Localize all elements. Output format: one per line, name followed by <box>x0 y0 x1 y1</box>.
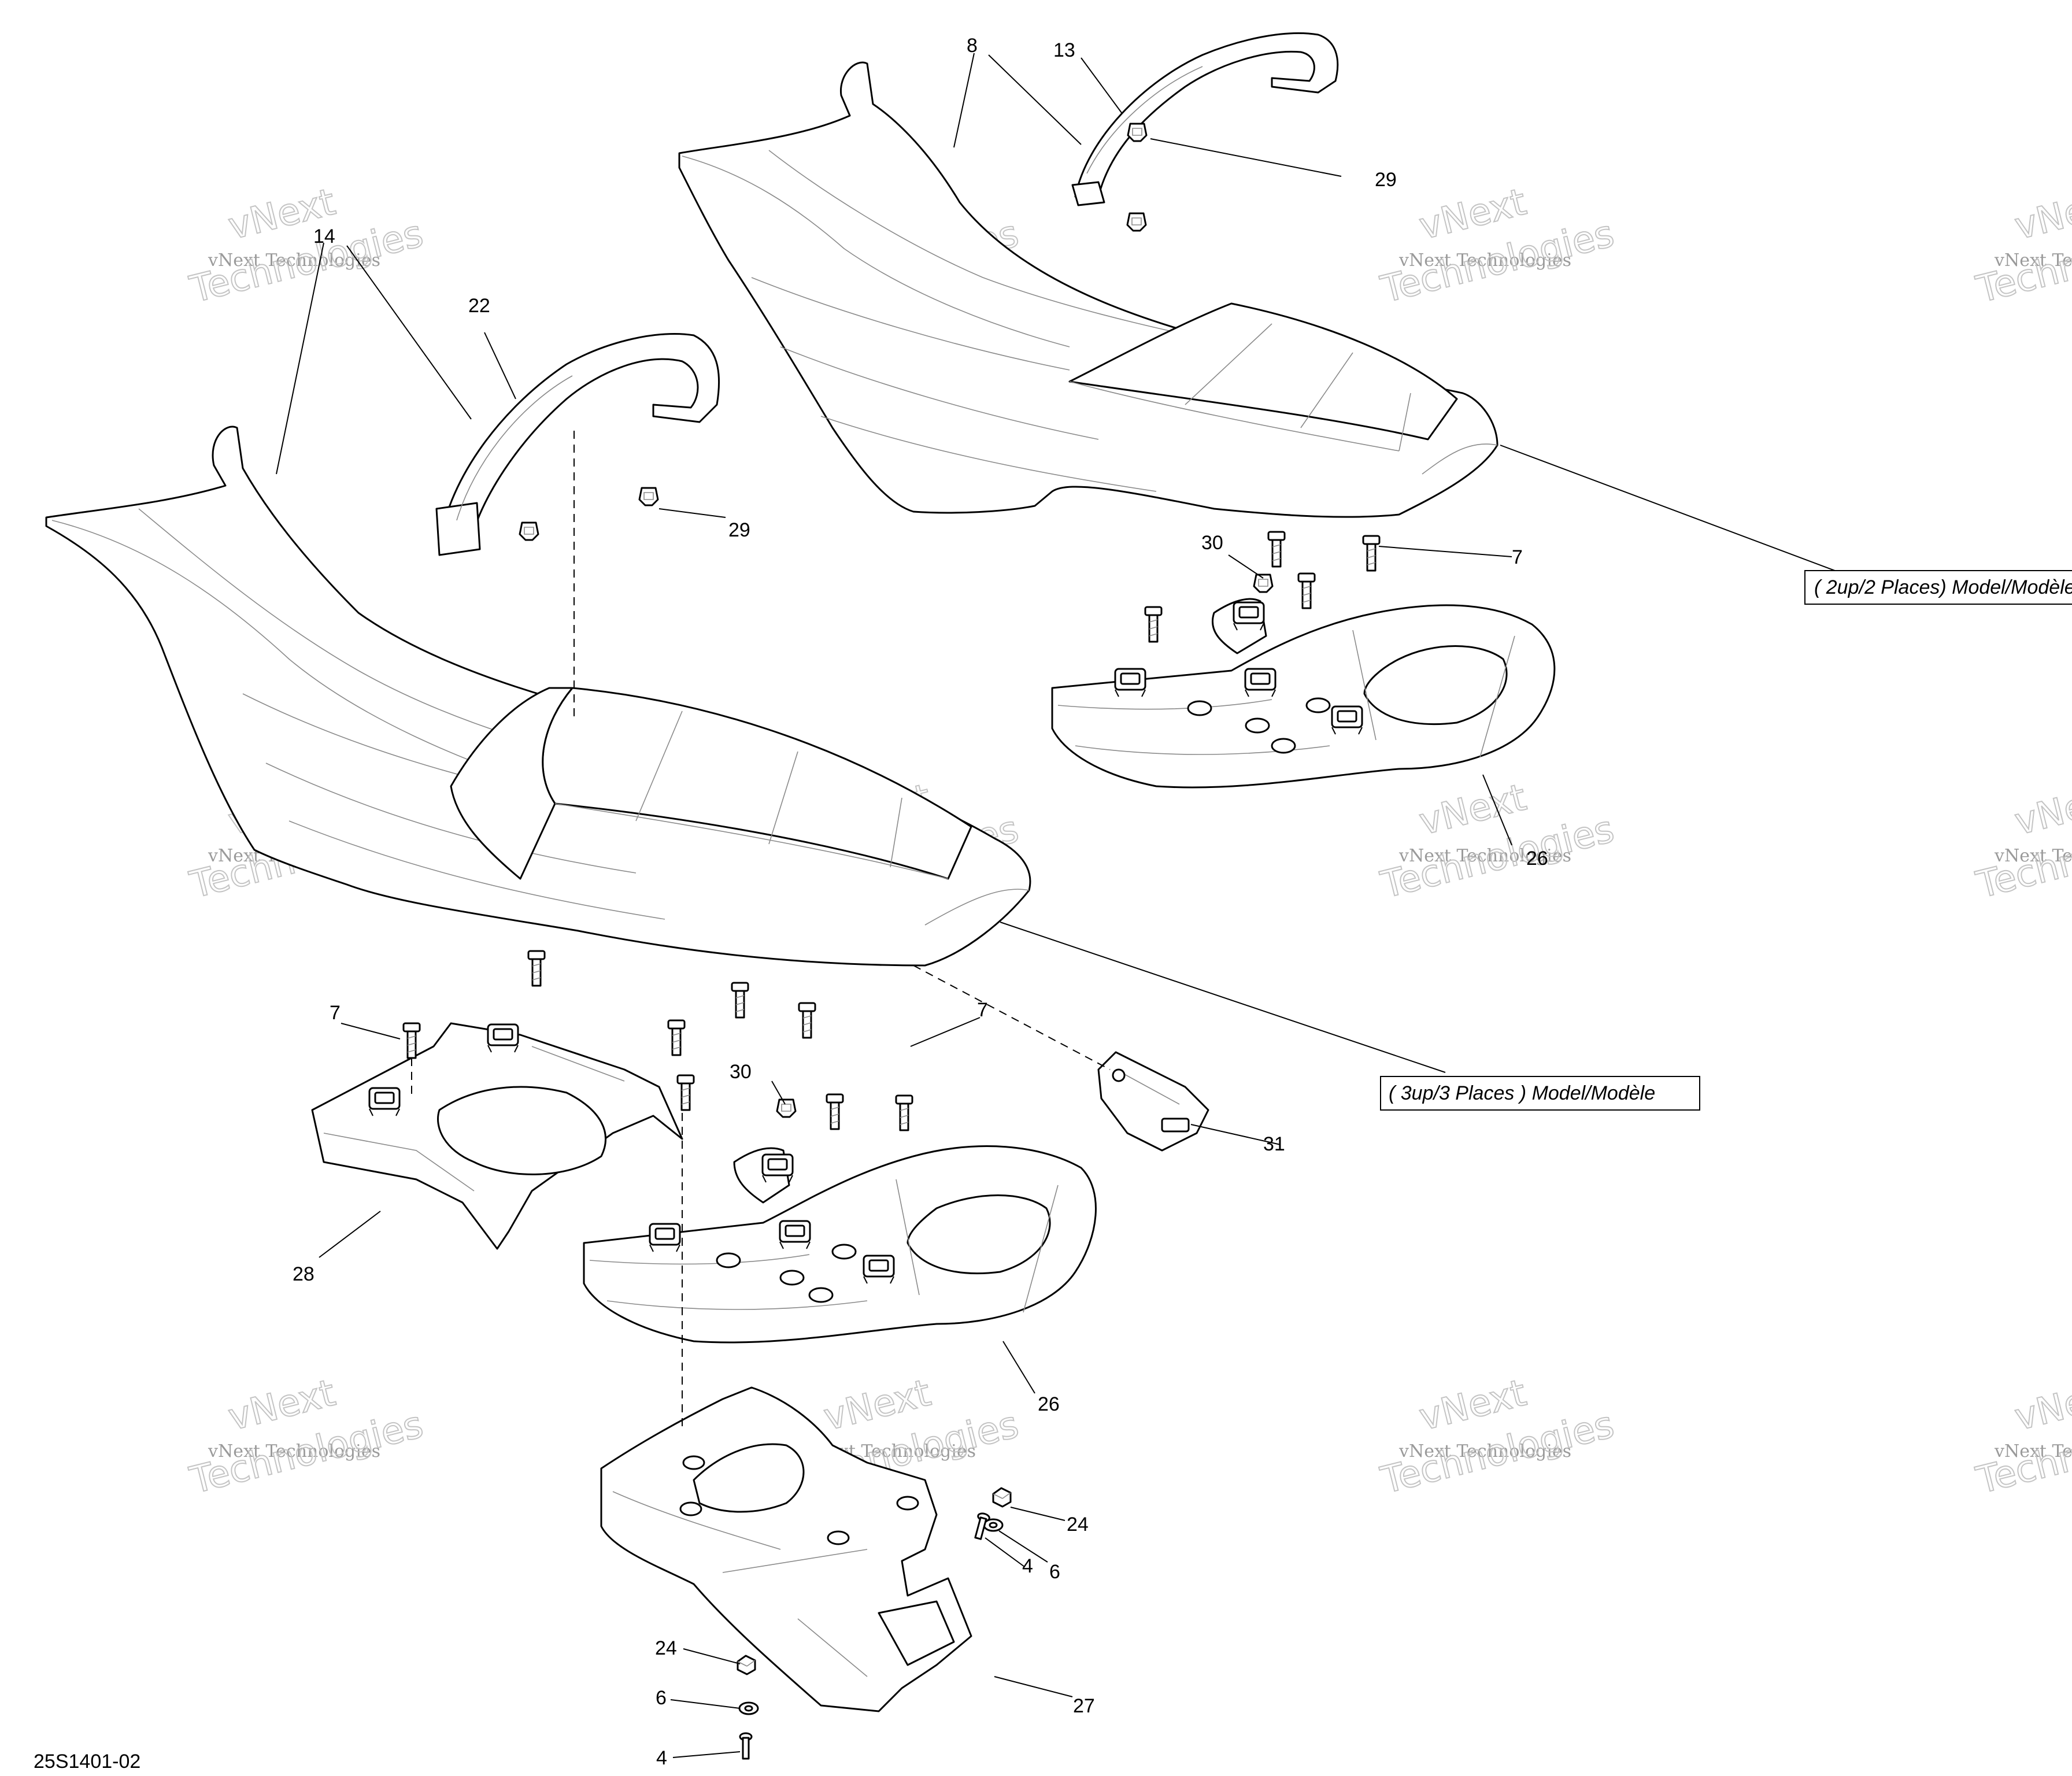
washer-icon[interactable] <box>738 1701 759 1715</box>
grab-strap-13[interactable] <box>1071 32 1339 206</box>
bolt-icon[interactable] <box>1297 572 1316 609</box>
callout-4: 4 <box>656 1747 667 1769</box>
callout-4: 4 <box>1022 1555 1033 1577</box>
callout-labels: 8 13 29 14 22 29 30 7 26 7 7 30 31 28 26… <box>293 35 1548 1769</box>
svg-text:vNext Technologies: vNext Technologies <box>1994 250 2072 271</box>
watermark: vNext vNext Technologies Technologies <box>1376 180 1619 312</box>
seat-2up[interactable] <box>678 61 1498 518</box>
callout-26: 26 <box>1526 848 1548 870</box>
bolt-icon[interactable] <box>731 982 749 1019</box>
storage-tray-28[interactable] <box>311 1022 683 1250</box>
svg-text:vNext Technologies: vNext Technologies <box>1398 846 1571 866</box>
watermark: vNext vNext Technologies Technologies <box>1376 775 1619 907</box>
svg-text:( 2up/2 Places) Model/Modèle: ( 2up/2 Places) Model/Modèle <box>1814 576 2072 598</box>
callout-28: 28 <box>293 1263 314 1285</box>
drawing-id: 25S1401-02 <box>34 1751 140 1773</box>
callout-7: 7 <box>330 1002 341 1024</box>
callout-30: 30 <box>730 1061 752 1083</box>
callout-30: 30 <box>1201 532 1223 554</box>
svg-text:vNext Technologies: vNext Technologies <box>1398 1441 1571 1462</box>
rear-bracket-27[interactable] <box>600 1386 972 1712</box>
svg-text:vNext Technologies: vNext Technologies <box>208 1441 380 1462</box>
bolt-icon[interactable] <box>527 950 546 987</box>
callout-24: 24 <box>655 1637 677 1659</box>
callout-29: 29 <box>728 519 750 541</box>
callout-24: 24 <box>1067 1514 1089 1536</box>
callout-13: 13 <box>1053 39 1075 61</box>
bolt-icon[interactable] <box>826 1093 844 1130</box>
nut-icon[interactable] <box>737 1655 756 1675</box>
clip-icon[interactable] <box>519 521 539 541</box>
watermark: vNext vNext Technologies Technologies <box>1971 180 2072 312</box>
callout-22: 22 <box>468 295 490 317</box>
watermark: vNext vNext Technologies Technologies <box>1971 775 2072 907</box>
svg-text:vNext Technologies: vNext Technologies <box>1994 846 2072 866</box>
bolt-icon[interactable] <box>1362 535 1381 572</box>
clip-icon[interactable] <box>638 487 659 506</box>
watermark: vNext vNext Technologies Technologies <box>1971 1371 2072 1503</box>
latch-31[interactable] <box>1097 1051 1209 1152</box>
handle-26-lower[interactable] <box>583 1145 1097 1344</box>
screw-icon[interactable] <box>739 1732 753 1760</box>
clip-icon[interactable] <box>776 1098 797 1118</box>
svg-text:vNext: vNext <box>2011 180 2072 248</box>
alignment-line <box>913 965 1111 1070</box>
svg-text:vNext: vNext <box>2011 1371 2072 1439</box>
bolt-icon[interactable] <box>1267 531 1286 568</box>
clip-icon[interactable] <box>1126 212 1147 232</box>
callout-27: 27 <box>1073 1695 1095 1717</box>
callout-7: 7 <box>977 999 988 1021</box>
svg-text:vNext: vNext <box>2011 776 2072 843</box>
seat-3up[interactable] <box>45 426 1031 967</box>
callout-14: 14 <box>313 225 335 247</box>
callout-31: 31 <box>1263 1133 1285 1155</box>
bolt-icon[interactable] <box>1144 606 1163 643</box>
clip-icon[interactable] <box>1127 123 1148 142</box>
watermark: vNext vNext Technologies Technologies <box>185 1371 428 1503</box>
handle-26-upper[interactable] <box>1051 598 1556 789</box>
bolt-icon[interactable] <box>667 1019 686 1056</box>
callout-8: 8 <box>967 35 978 57</box>
svg-text:vNext Technologies: vNext Technologies <box>1994 1441 2072 1462</box>
clip-icon[interactable] <box>1253 574 1274 593</box>
bolt-icon[interactable] <box>402 1022 421 1059</box>
bolt-icon[interactable] <box>895 1094 913 1131</box>
callout-6: 6 <box>656 1687 667 1709</box>
bolt-icon[interactable] <box>798 1002 816 1039</box>
callout-6: 6 <box>1049 1561 1060 1583</box>
model-note-3up: ( 3up/3 Places ) Model/Modèle <box>1380 1076 1700 1111</box>
model-note-2up: ( 2up/2 Places) Model/Modèle <box>1804 570 2072 605</box>
bolt-icon[interactable] <box>676 1074 695 1111</box>
svg-text:vNext Technologies: vNext Technologies <box>1398 250 1571 271</box>
callout-7: 7 <box>1512 546 1523 568</box>
nut-icon[interactable] <box>992 1487 1012 1508</box>
watermark: vNext vNext Technologies Technologies <box>1376 1371 1619 1503</box>
svg-text:( 3up/3 Places ) Model/Modèle: ( 3up/3 Places ) Model/Modèle <box>1389 1082 1655 1104</box>
svg-text:vNext Technologies: vNext Technologies <box>208 250 380 271</box>
grab-strap-22[interactable] <box>435 332 720 556</box>
callout-26: 26 <box>1038 1393 1060 1415</box>
callout-29: 29 <box>1375 169 1397 191</box>
leader-lines <box>276 53 1868 1758</box>
watermark: vNext vNext Technologies Technologies <box>185 180 428 312</box>
